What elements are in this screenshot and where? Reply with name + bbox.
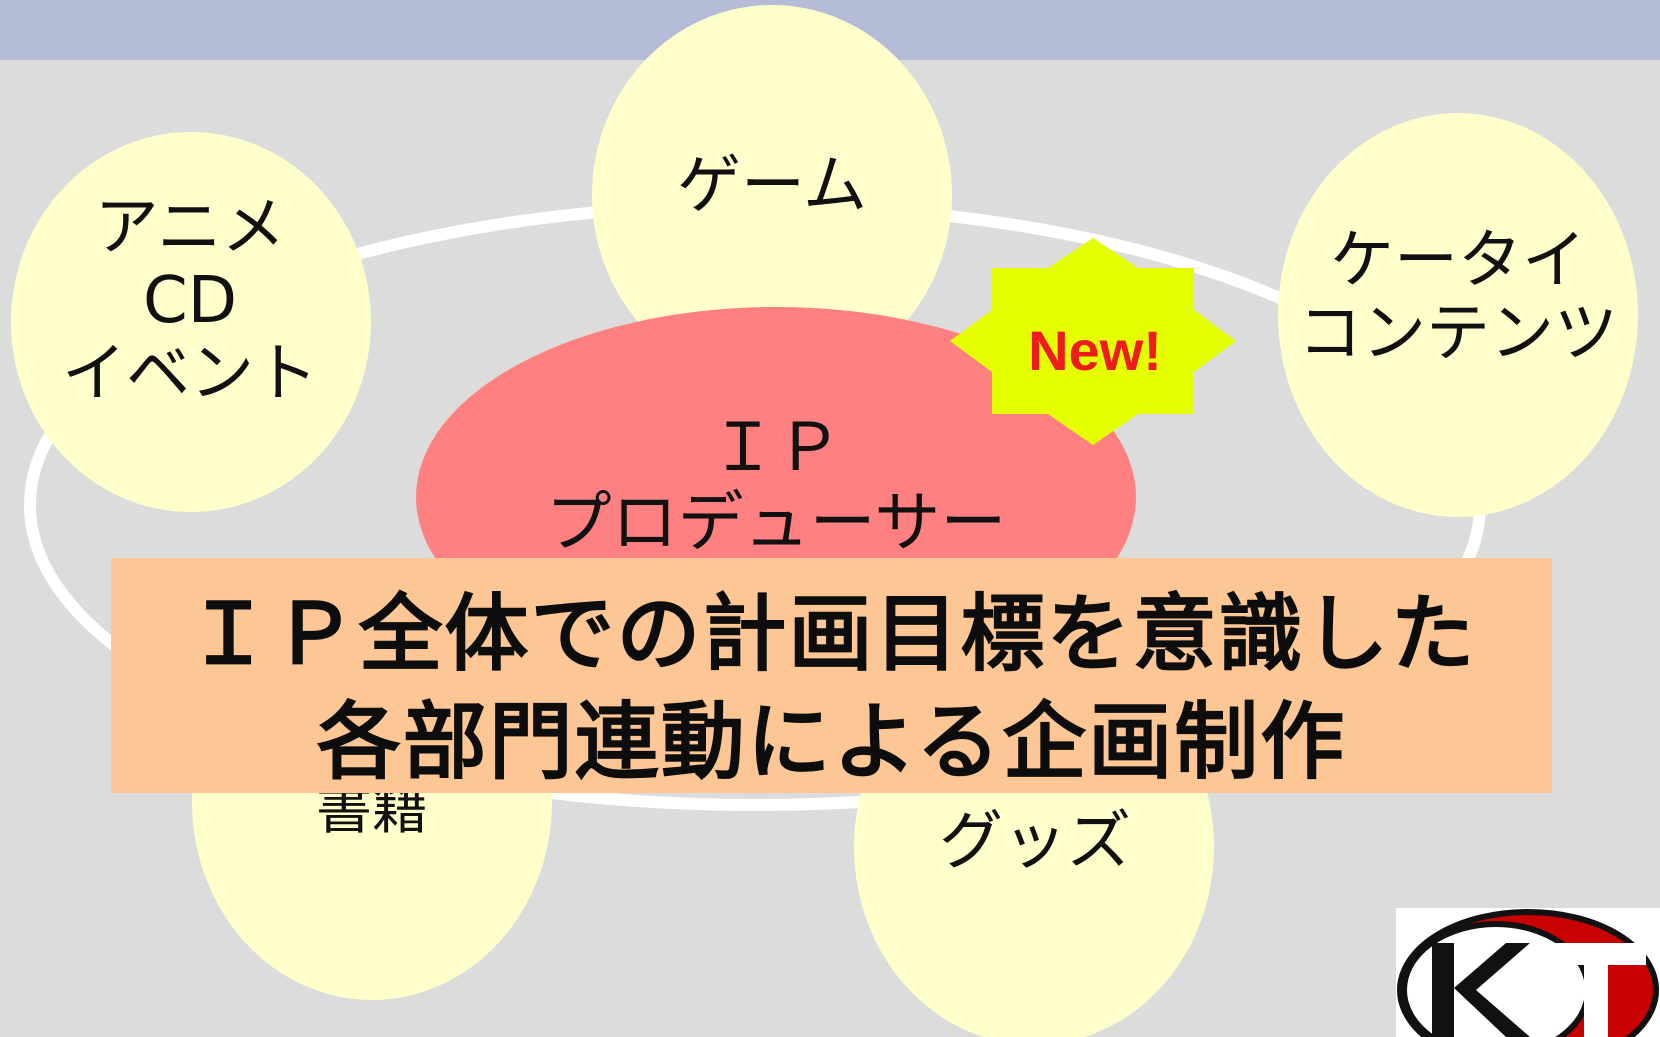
summary-banner: ＩＰ全体での計画目標を意識した 各部門連動による企画制作 xyxy=(111,558,1552,793)
center-ip-producer-label: ＩＰ プロデューサー xyxy=(476,409,1076,562)
node-game-label: ゲーム xyxy=(622,150,922,223)
node-mobile-label: ケータイ コンテンツ xyxy=(1268,225,1648,371)
node-goods-line-1: グッズ xyxy=(939,805,1131,879)
new-badge-label: New! xyxy=(1028,319,1162,382)
node-goods-label: グッズ xyxy=(880,806,1190,879)
summary-banner-line-2: 各部門連動による企画制作 xyxy=(316,693,1347,791)
node-anime-line-2: CD xyxy=(143,263,237,338)
node-anime-line-1: アニメ xyxy=(94,191,286,265)
node-game-line-1: ゲーム xyxy=(676,149,868,223)
center-line-2: プロデューサー xyxy=(545,484,1007,562)
summary-banner-line-1: ＩＰ全体での計画目標を意識した xyxy=(186,585,1477,683)
node-mobile-circle xyxy=(1278,113,1638,517)
node-anime-line-3: イベント xyxy=(62,336,318,411)
node-anime-circle xyxy=(11,132,371,512)
node-anime-label: アニメ CD イベント xyxy=(40,192,340,411)
new-badge-star xyxy=(950,238,1236,445)
kt-logo-mark xyxy=(1397,909,1659,1037)
node-game-circle xyxy=(592,5,952,385)
node-mobile-line-2: コンテンツ xyxy=(1298,296,1618,371)
kt-logo xyxy=(1396,908,1660,1037)
node-mobile-line-1: ケータイ xyxy=(1330,224,1586,298)
center-line-1: ＩＰ xyxy=(710,409,842,486)
